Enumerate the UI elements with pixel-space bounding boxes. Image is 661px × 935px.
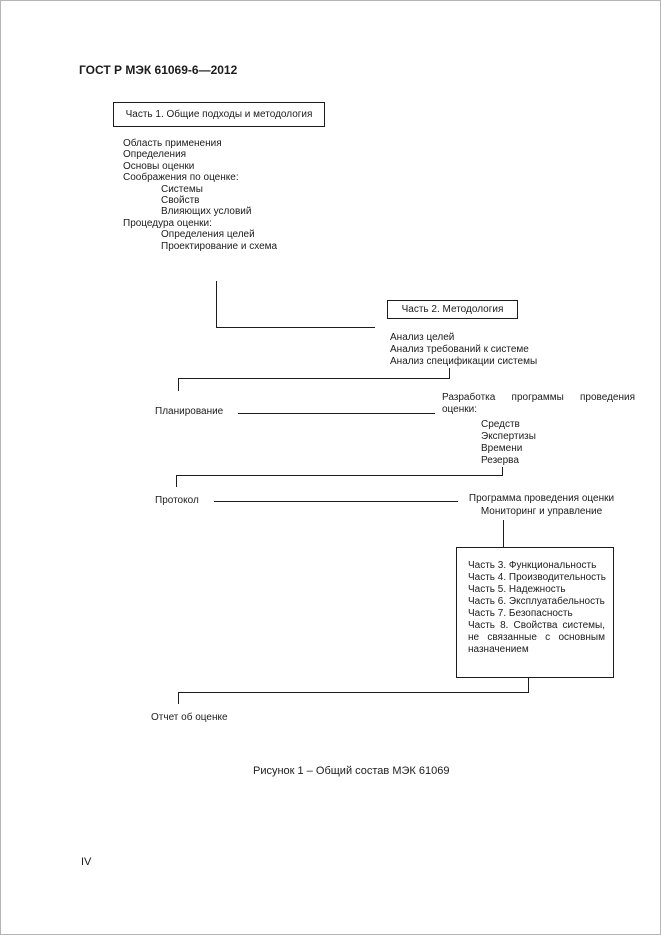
part1-item: Область применения	[123, 138, 222, 149]
connector-part1-horizontal	[216, 327, 375, 328]
connector-planning-development	[238, 413, 435, 414]
parts-box: Часть 3. Функциональность Часть 4. Произ…	[456, 547, 614, 678]
connector-protocol-stub	[176, 475, 177, 487]
part1-item-list: Область применения Определения Основы оц…	[123, 138, 277, 252]
part2-item-list: Анализ целей Анализ требований к системе…	[390, 332, 537, 368]
resources-list: Средств Экспертизы Времени Резерва	[481, 419, 536, 467]
part2-item: Анализ требований к системе	[390, 344, 529, 355]
resource-item: Средств	[481, 419, 520, 430]
program-block: Программа проведения оценки Мониторинг и…	[459, 493, 624, 518]
part1-box: Часть 1. Общие подходы и методология	[113, 102, 325, 127]
connector-resources-horizontal	[176, 475, 503, 476]
part1-item: Определения	[123, 149, 187, 161]
document-title: ГОСТ Р МЭК 61069-6—2012	[79, 63, 238, 77]
part1-subitem: Определения целей	[161, 229, 255, 241]
connector-program-partsbox	[503, 520, 504, 547]
parts-box-item: Часть 4. Производительность	[468, 572, 606, 583]
part2-item: Анализ спецификации системы	[390, 356, 538, 367]
part1-subitem: Свойств	[161, 194, 200, 206]
connector-part1-vertical	[216, 281, 217, 328]
connector-partsbox-horizontal	[178, 692, 529, 693]
resource-item: Резерва	[481, 455, 519, 466]
figure-caption: Рисунок 1 – Общий состав МЭК 61069	[253, 765, 450, 777]
connector-analysis-vertical	[449, 368, 450, 379]
part1-subitem: Системы	[161, 183, 203, 195]
part1-item: Процедура оценки:	[123, 217, 212, 229]
parts-box-item: Часть 7. Безопасность	[468, 608, 573, 619]
part2-box-label: Часть 2. Методология	[401, 304, 504, 315]
part1-subitem: Влияющих условий	[161, 206, 252, 218]
parts-box-item: Часть 3. Функциональность	[468, 560, 597, 571]
monitoring-label: Мониторинг и управление	[480, 505, 603, 517]
connector-analysis-horizontal	[178, 378, 450, 379]
part2-item: Анализ целей	[390, 332, 455, 343]
connector-partsbox-vertical	[528, 678, 529, 693]
connector-protocol-program	[214, 501, 458, 502]
part1-item: Соображения по оценке:	[123, 172, 239, 184]
parts-box-item: Часть 5. Надежность	[468, 584, 566, 595]
program-label: Программа проведения оценки	[468, 493, 615, 504]
page-number: IV	[81, 856, 92, 868]
parts-box-item: Часть 6. Эксплуатабельность	[468, 596, 605, 607]
parts-box-item: Часть 8. Свойства системы, не связанные …	[468, 620, 605, 655]
part2-box: Часть 2. Методология	[387, 300, 518, 319]
program-development-text: Разработка программы проведения оценки:	[442, 392, 635, 415]
resource-item: Времени	[481, 443, 523, 454]
resource-item: Экспертизы	[481, 431, 536, 442]
connector-resources-vertical	[502, 467, 503, 476]
part1-item: Основы оценки	[123, 160, 195, 172]
part1-subitem: Проектирование и схема	[161, 240, 278, 252]
part1-box-label: Часть 1. Общие подходы и методология	[125, 109, 313, 120]
planning-label: Планирование	[155, 406, 224, 417]
protocol-label: Протокол	[155, 495, 199, 506]
report-label: Отчет об оценке	[151, 712, 228, 723]
connector-report-stub	[178, 692, 179, 704]
connector-planning-stub	[178, 378, 179, 391]
